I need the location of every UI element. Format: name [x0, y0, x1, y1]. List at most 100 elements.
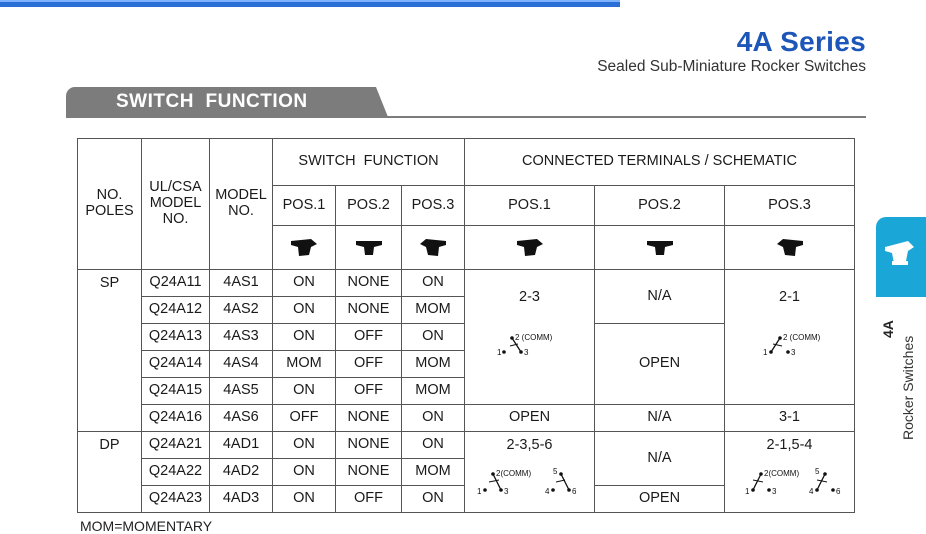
table-row: SP Q24A11 4AS1 ON NONE ON 2-3 2 (COMM) 1…: [77, 269, 855, 432]
sp-schematic-pos1: 2 (COMM) 1 3: [497, 333, 553, 357]
pos3-value: ON: [401, 404, 465, 432]
pos2-value: NONE: [335, 269, 402, 297]
svg-text:4: 4: [545, 487, 550, 496]
ul-model: Q24A13: [141, 323, 210, 351]
header-no-poles: NO.POLES: [77, 138, 142, 270]
series-title: 4A Series: [736, 26, 866, 57]
sp-conn-pos1-text: 2-3: [519, 289, 540, 305]
model-no: 4AD3: [209, 485, 273, 513]
svg-text:3: 3: [791, 348, 796, 357]
svg-text:2(COMM): 2(COMM): [764, 469, 799, 478]
model-no: 4AS6: [209, 404, 273, 432]
header-conn-pos1: POS.1: [464, 185, 595, 226]
rocker-conn-pos2-icon: [594, 225, 725, 270]
pos3-value: ON: [401, 323, 465, 351]
svg-text:2 (COMM): 2 (COMM): [515, 333, 553, 342]
rocker-pos2-icon: [335, 225, 402, 270]
table-row: Q24A23 4AD3 ON OFF ON OPEN: [78, 485, 855, 513]
ul-model: Q24A11: [141, 269, 210, 297]
dp-conn-pos1-text: 2-3,5-6: [506, 437, 553, 453]
sp-conn-pos2-open: OPEN: [594, 323, 725, 405]
poles-dp: DP: [77, 431, 142, 513]
pos1-value: ON: [272, 296, 336, 324]
pos3-value: MOM: [401, 458, 465, 486]
series-subtitle: Sealed Sub-Miniature Rocker Switches: [597, 58, 866, 75]
section-tab: [66, 87, 388, 117]
rocker-switch-icon: [885, 241, 914, 265]
header-pos1: POS.1: [272, 185, 336, 226]
svg-text:6: 6: [572, 487, 577, 496]
dp-schematic-pos1: 2(COMM) 1 3 5 4 6: [477, 467, 577, 496]
dp-conn-pos3-text: 2-1,5-4: [766, 437, 813, 453]
svg-text:5: 5: [815, 467, 820, 476]
ul-model: Q24A22: [141, 458, 210, 486]
dp-conn-pos2-na: N/A: [594, 431, 725, 486]
svg-text:3: 3: [524, 348, 529, 357]
svg-text:1: 1: [745, 487, 750, 496]
header-conn-pos2: POS.2: [594, 185, 725, 226]
ul-model: Q24A23: [141, 485, 210, 513]
pos3-value: MOM: [401, 296, 465, 324]
pos3-value: ON: [401, 269, 465, 297]
pos3-value: MOM: [401, 377, 465, 405]
pos3-value: MOM: [401, 350, 465, 378]
sp-last-conn-pos1: OPEN: [464, 404, 595, 432]
section-header: SWITCH FUNCTION: [66, 87, 866, 118]
sp-conn-pos1: 2-3 2 (COMM) 1 3: [464, 269, 595, 405]
table-row: Q24A16 4AS6 OFF NONE ON OPEN N/A 3-1: [78, 404, 855, 432]
pos1-value: MOM: [272, 350, 336, 378]
header-switch-function: SWITCH FUNCTION: [272, 138, 465, 186]
header-conn-pos3: POS.3: [724, 185, 855, 226]
ul-model: Q24A12: [141, 296, 210, 324]
svg-text:2(COMM): 2(COMM): [496, 469, 531, 478]
top-accent-highlight: [0, 0, 620, 2]
model-no: 4AD2: [209, 458, 273, 486]
pos2-value: NONE: [335, 458, 402, 486]
rocker-pos3-icon: [401, 225, 465, 270]
sp-last-conn-pos3: 3-1: [724, 404, 855, 432]
pos1-value: ON: [272, 431, 336, 459]
side-label-text: Rocker Switches: [900, 335, 916, 440]
table-row: Q24A15 4AS5 ON OFF MOM: [78, 377, 855, 405]
svg-text:1: 1: [763, 348, 768, 357]
footnote: MOM=MOMENTARY: [80, 518, 213, 534]
pos3-value: ON: [401, 431, 465, 459]
svg-text:4: 4: [809, 487, 814, 496]
pos2-value: OFF: [335, 485, 402, 513]
dp-conn-pos2-open: OPEN: [594, 485, 725, 513]
dp-conn-pos1: 2-3,5-6 2(COMM) 1 3 5 4 6: [464, 431, 595, 513]
sp-last-conn-pos2: N/A: [594, 404, 725, 432]
pos2-value: OFF: [335, 323, 402, 351]
section-rule: [66, 116, 866, 118]
pos2-value: OFF: [335, 377, 402, 405]
header-pos2: POS.2: [335, 185, 402, 226]
pos2-value: NONE: [335, 404, 402, 432]
svg-text:2 (COMM): 2 (COMM): [783, 333, 821, 342]
table-row: Q24A14 4AS4 MOM OFF MOM: [78, 350, 855, 378]
model-no: 4AS1: [209, 269, 273, 297]
table-row: DP Q24A21 4AD1 ON NONE ON 2-3,5-6 2(COMM…: [77, 431, 855, 513]
dp-conn-pos3: 2-1,5-4 2(COMM) 1 3 5 4 6: [724, 431, 855, 513]
pos2-value: NONE: [335, 431, 402, 459]
pos2-value: OFF: [335, 350, 402, 378]
ul-model: Q24A15: [141, 377, 210, 405]
table-row: Q24A13 4AS3 ON OFF ON OPEN: [78, 323, 855, 405]
section-title: SWITCH FUNCTION: [116, 91, 308, 112]
svg-text:1: 1: [497, 348, 502, 357]
pos2-value: NONE: [335, 296, 402, 324]
model-no: 4AS4: [209, 350, 273, 378]
top-accent-stripe: [0, 0, 620, 7]
pos1-value: ON: [272, 269, 336, 297]
svg-text:3: 3: [504, 487, 509, 496]
sp-conn-pos3: 2-1 2 (COMM) 1 3: [724, 269, 855, 405]
sp-conn-pos3-text: 2-1: [779, 289, 800, 305]
side-label: 4A Rocker Switches: [866, 300, 926, 440]
side-tab-rocker[interactable]: [876, 217, 926, 297]
side-label-series: 4A: [880, 320, 896, 338]
model-no: 4AS2: [209, 296, 273, 324]
ul-model: Q24A21: [141, 431, 210, 459]
model-no: 4AS5: [209, 377, 273, 405]
